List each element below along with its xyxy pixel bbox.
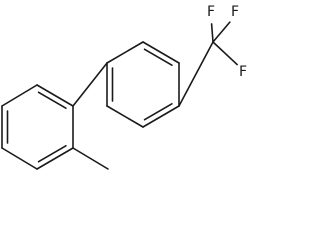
bond-c3-c4 xyxy=(142,105,180,128)
fluorine-label-left: F xyxy=(207,4,215,20)
bond-c7-c8 xyxy=(36,84,74,107)
bond-c7-c8-inner xyxy=(37,91,67,110)
bond-cf3-f2 xyxy=(210,23,214,43)
bond-c11-c12-inner xyxy=(37,144,67,163)
bond-c6-c7 xyxy=(72,62,108,107)
fluorine-label-right: F xyxy=(239,64,247,80)
molecular-structure-diagram: F F F xyxy=(1,4,247,170)
bond-c12-ch3 xyxy=(72,147,109,170)
bond-c10-c11 xyxy=(1,147,38,170)
bond-c1-c2-inner xyxy=(143,48,173,67)
fluorine-label-top: F xyxy=(231,4,239,20)
bond-c11-c12 xyxy=(36,147,74,170)
bond-cf3-f3 xyxy=(212,41,238,66)
bond-cf3-f1 xyxy=(212,21,231,43)
atom-label-layer: F F F xyxy=(207,4,247,80)
bond-c8-c9 xyxy=(1,84,38,107)
bond-layer xyxy=(1,21,238,170)
bond-c3-c4-inner xyxy=(143,102,173,121)
bond-c6-c1 xyxy=(106,41,144,64)
bond-c4-c5 xyxy=(106,105,144,128)
bond-c1-c2 xyxy=(142,41,180,64)
bond-c3-cf3 xyxy=(178,41,214,107)
